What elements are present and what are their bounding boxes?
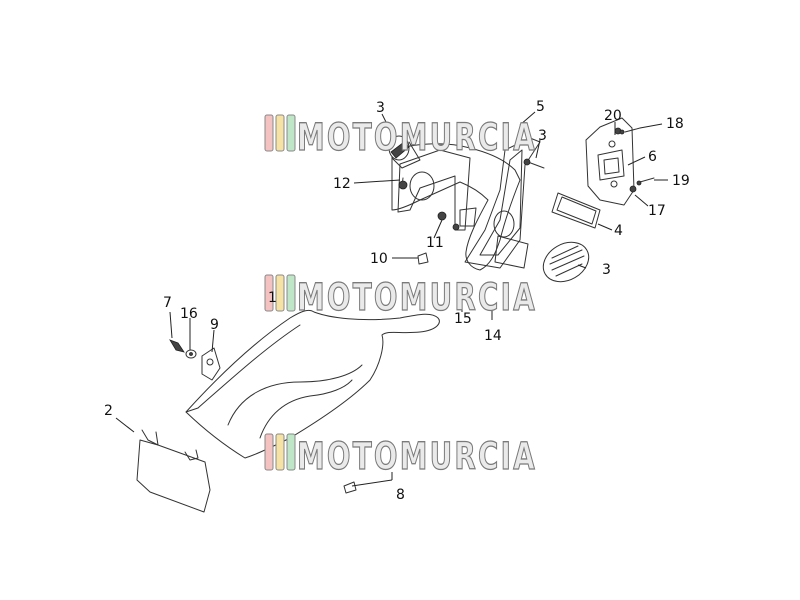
callout-5: 5 bbox=[536, 99, 545, 115]
callout-16: 16 bbox=[180, 306, 198, 322]
callout-1: 1 bbox=[268, 290, 277, 306]
callout-7: 7 bbox=[163, 295, 172, 311]
watermark-stripe bbox=[264, 114, 274, 152]
watermark-bottom: MOTOMURCIA bbox=[264, 433, 537, 479]
plate-holder-part bbox=[585, 117, 635, 206]
watermark-top: MOTOMURCIA bbox=[264, 114, 537, 160]
callout-3: 3 bbox=[538, 128, 547, 144]
watermark-stripe bbox=[286, 114, 296, 152]
watermark-stripe bbox=[264, 433, 274, 471]
callout-9: 9 bbox=[210, 317, 219, 333]
top-reflector-part bbox=[388, 135, 421, 169]
watermark-stripe bbox=[275, 274, 285, 312]
callout-3: 3 bbox=[602, 262, 611, 278]
watermark-middle: MOTOMURCIA bbox=[264, 274, 537, 320]
hardware-parts bbox=[169, 127, 655, 494]
leader-lines bbox=[115, 111, 668, 487]
callout-3: 3 bbox=[376, 100, 385, 116]
callout-10: 10 bbox=[370, 251, 388, 267]
callout-19: 19 bbox=[672, 173, 690, 189]
callout-17: 17 bbox=[648, 203, 666, 219]
watermark-stripe bbox=[275, 114, 285, 152]
small-bracket-part bbox=[201, 347, 221, 381]
callout-14: 14 bbox=[484, 328, 502, 344]
rear-flap-part bbox=[136, 429, 211, 513]
callout-15: 15 bbox=[454, 311, 472, 327]
callout-2: 2 bbox=[104, 403, 113, 419]
callout-11: 11 bbox=[426, 235, 444, 251]
watermark-text: MOTOMURCIA bbox=[297, 276, 537, 319]
callout-12: 12 bbox=[333, 176, 351, 192]
callout-4: 4 bbox=[614, 223, 623, 239]
plate-gasket-part bbox=[551, 192, 601, 229]
callout-18: 18 bbox=[666, 116, 684, 132]
watermark-stripe bbox=[286, 433, 296, 471]
bracket-frame-part bbox=[391, 137, 541, 271]
watermark-stripe bbox=[286, 274, 296, 312]
watermark-stripe bbox=[264, 274, 274, 312]
callout-8: 8 bbox=[396, 487, 405, 503]
watermark-stripe bbox=[275, 433, 285, 471]
callout-20: 20 bbox=[604, 108, 622, 124]
watermark-text: MOTOMURCIA bbox=[297, 116, 537, 159]
watermark-text: MOTOMURCIA bbox=[297, 435, 537, 478]
callout-6: 6 bbox=[648, 149, 657, 165]
callout-labels: 3 5 3 20 18 6 19 17 12 4 11 10 3 1 7 16 … bbox=[104, 99, 690, 503]
round-reflector-part bbox=[542, 241, 590, 283]
